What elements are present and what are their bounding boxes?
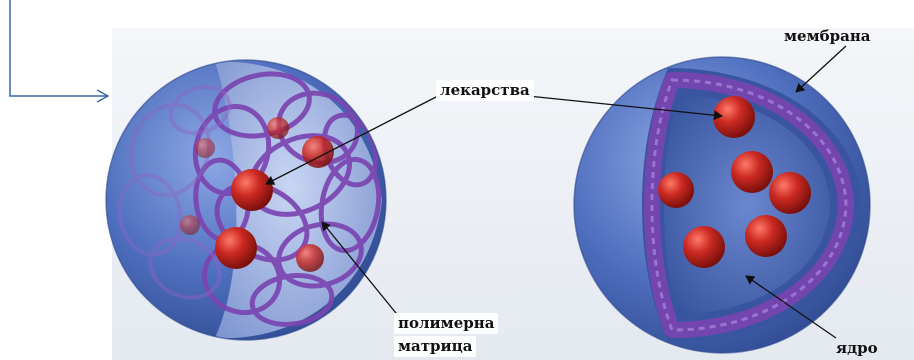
label-core: ядро bbox=[832, 338, 882, 359]
label-polymer-matrix-line1: полимерна bbox=[394, 313, 498, 334]
nanocapsule-membrane-core bbox=[574, 57, 870, 353]
label-membrane: мембрана bbox=[780, 26, 875, 47]
nanosphere-polymer-matrix bbox=[106, 60, 386, 340]
label-polymer-matrix-line2: матрица bbox=[394, 336, 476, 357]
connector-arrow bbox=[10, 0, 108, 96]
label-drugs: лекарства bbox=[436, 80, 534, 101]
